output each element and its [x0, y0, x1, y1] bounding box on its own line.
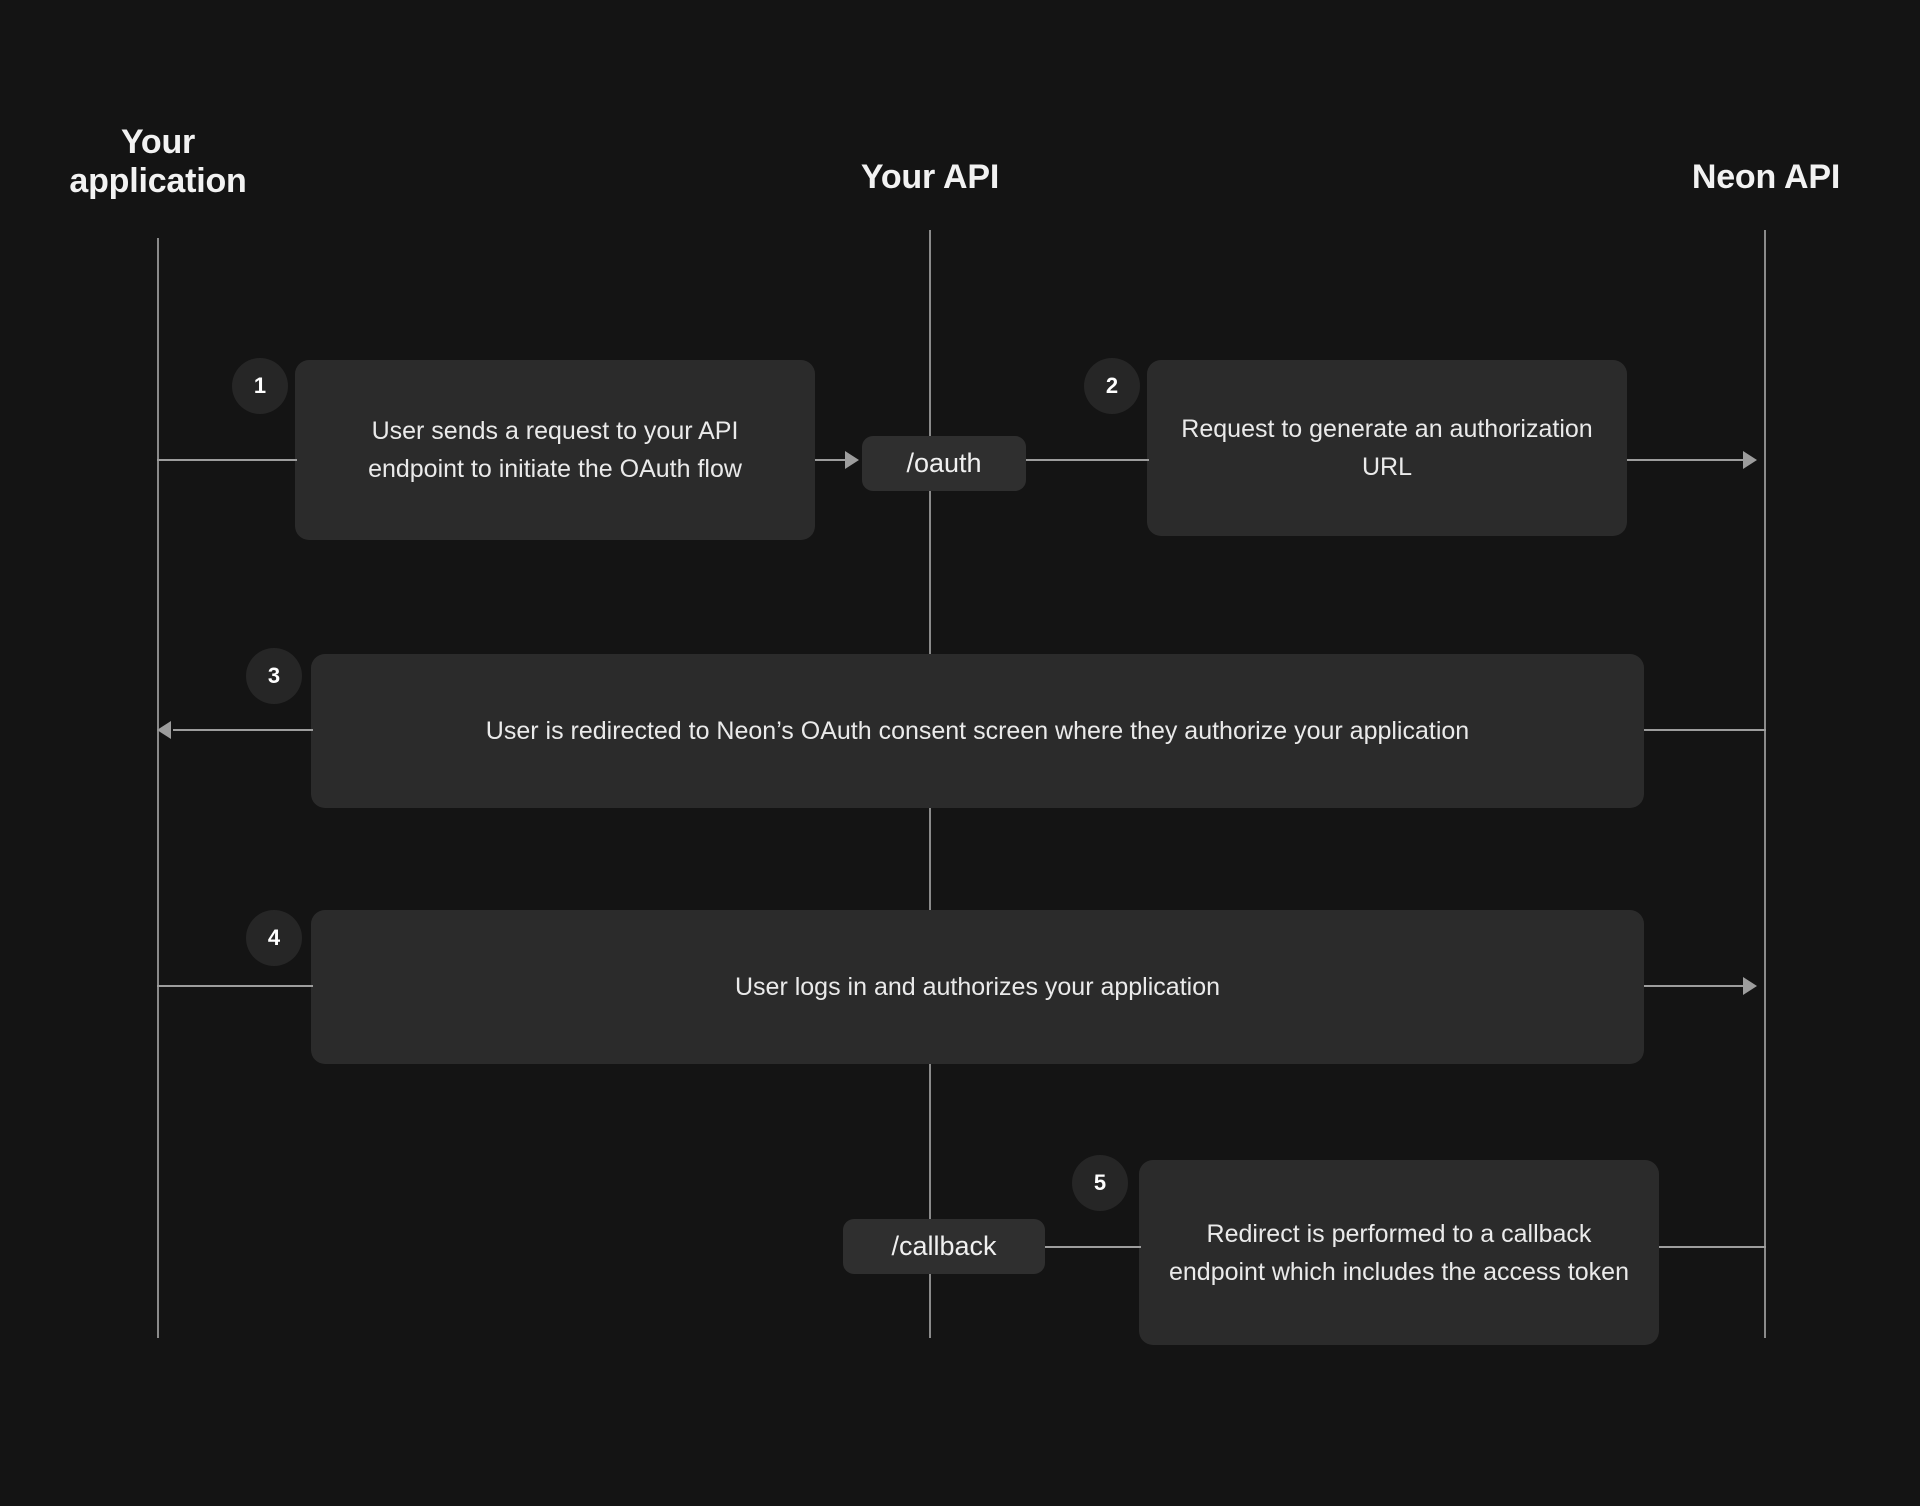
connector-step3-to-app: [173, 729, 313, 731]
connector-oauth-to-step2: [994, 459, 1149, 461]
message-box-step-1: User sends a request to your API endpoin…: [295, 360, 815, 540]
connector-app-to-step4: [157, 985, 313, 987]
connector-neon-to-step3: [1644, 729, 1766, 731]
lifeline-neon-api: [1764, 230, 1766, 1338]
arrowhead-right-icon-step4: [1743, 977, 1757, 995]
step-badge-1: 1: [232, 358, 288, 414]
arrowhead-right-icon-step2: [1743, 451, 1757, 469]
connector-step2-to-neon: [1627, 459, 1749, 461]
lifeline-your-application: [157, 238, 159, 1338]
message-box-step-5: Redirect is performed to a callback endp…: [1139, 1160, 1659, 1345]
endpoint-pill-callback: /callback: [843, 1219, 1045, 1274]
connector-step4-to-neon: [1644, 985, 1749, 987]
step-badge-5: 5: [1072, 1155, 1128, 1211]
connector-step5-to-callback: [1029, 1246, 1141, 1248]
message-box-step-2: Request to generate an authorization URL: [1147, 360, 1627, 536]
arrowhead-right-icon-step1: [845, 451, 859, 469]
message-box-step-3: User is redirected to Neon’s OAuth conse…: [311, 654, 1644, 808]
connector-step1-to-oauth: [815, 459, 847, 461]
message-box-step-4: User logs in and authorizes your applica…: [311, 910, 1644, 1064]
connector-app-to-step1: [157, 459, 297, 461]
participant-label-neon-api: Neon API: [1691, 158, 1841, 196]
step-badge-4: 4: [246, 910, 302, 966]
step-badge-2: 2: [1084, 358, 1140, 414]
participant-label-your-api: Your API: [860, 158, 1000, 196]
step-badge-3: 3: [246, 648, 302, 704]
connector-neon-to-step5: [1659, 1246, 1766, 1248]
participant-label-your-application: Your application: [69, 123, 247, 201]
arrowhead-left-icon-step3: [157, 721, 171, 739]
endpoint-pill-oauth: /oauth: [862, 436, 1026, 491]
